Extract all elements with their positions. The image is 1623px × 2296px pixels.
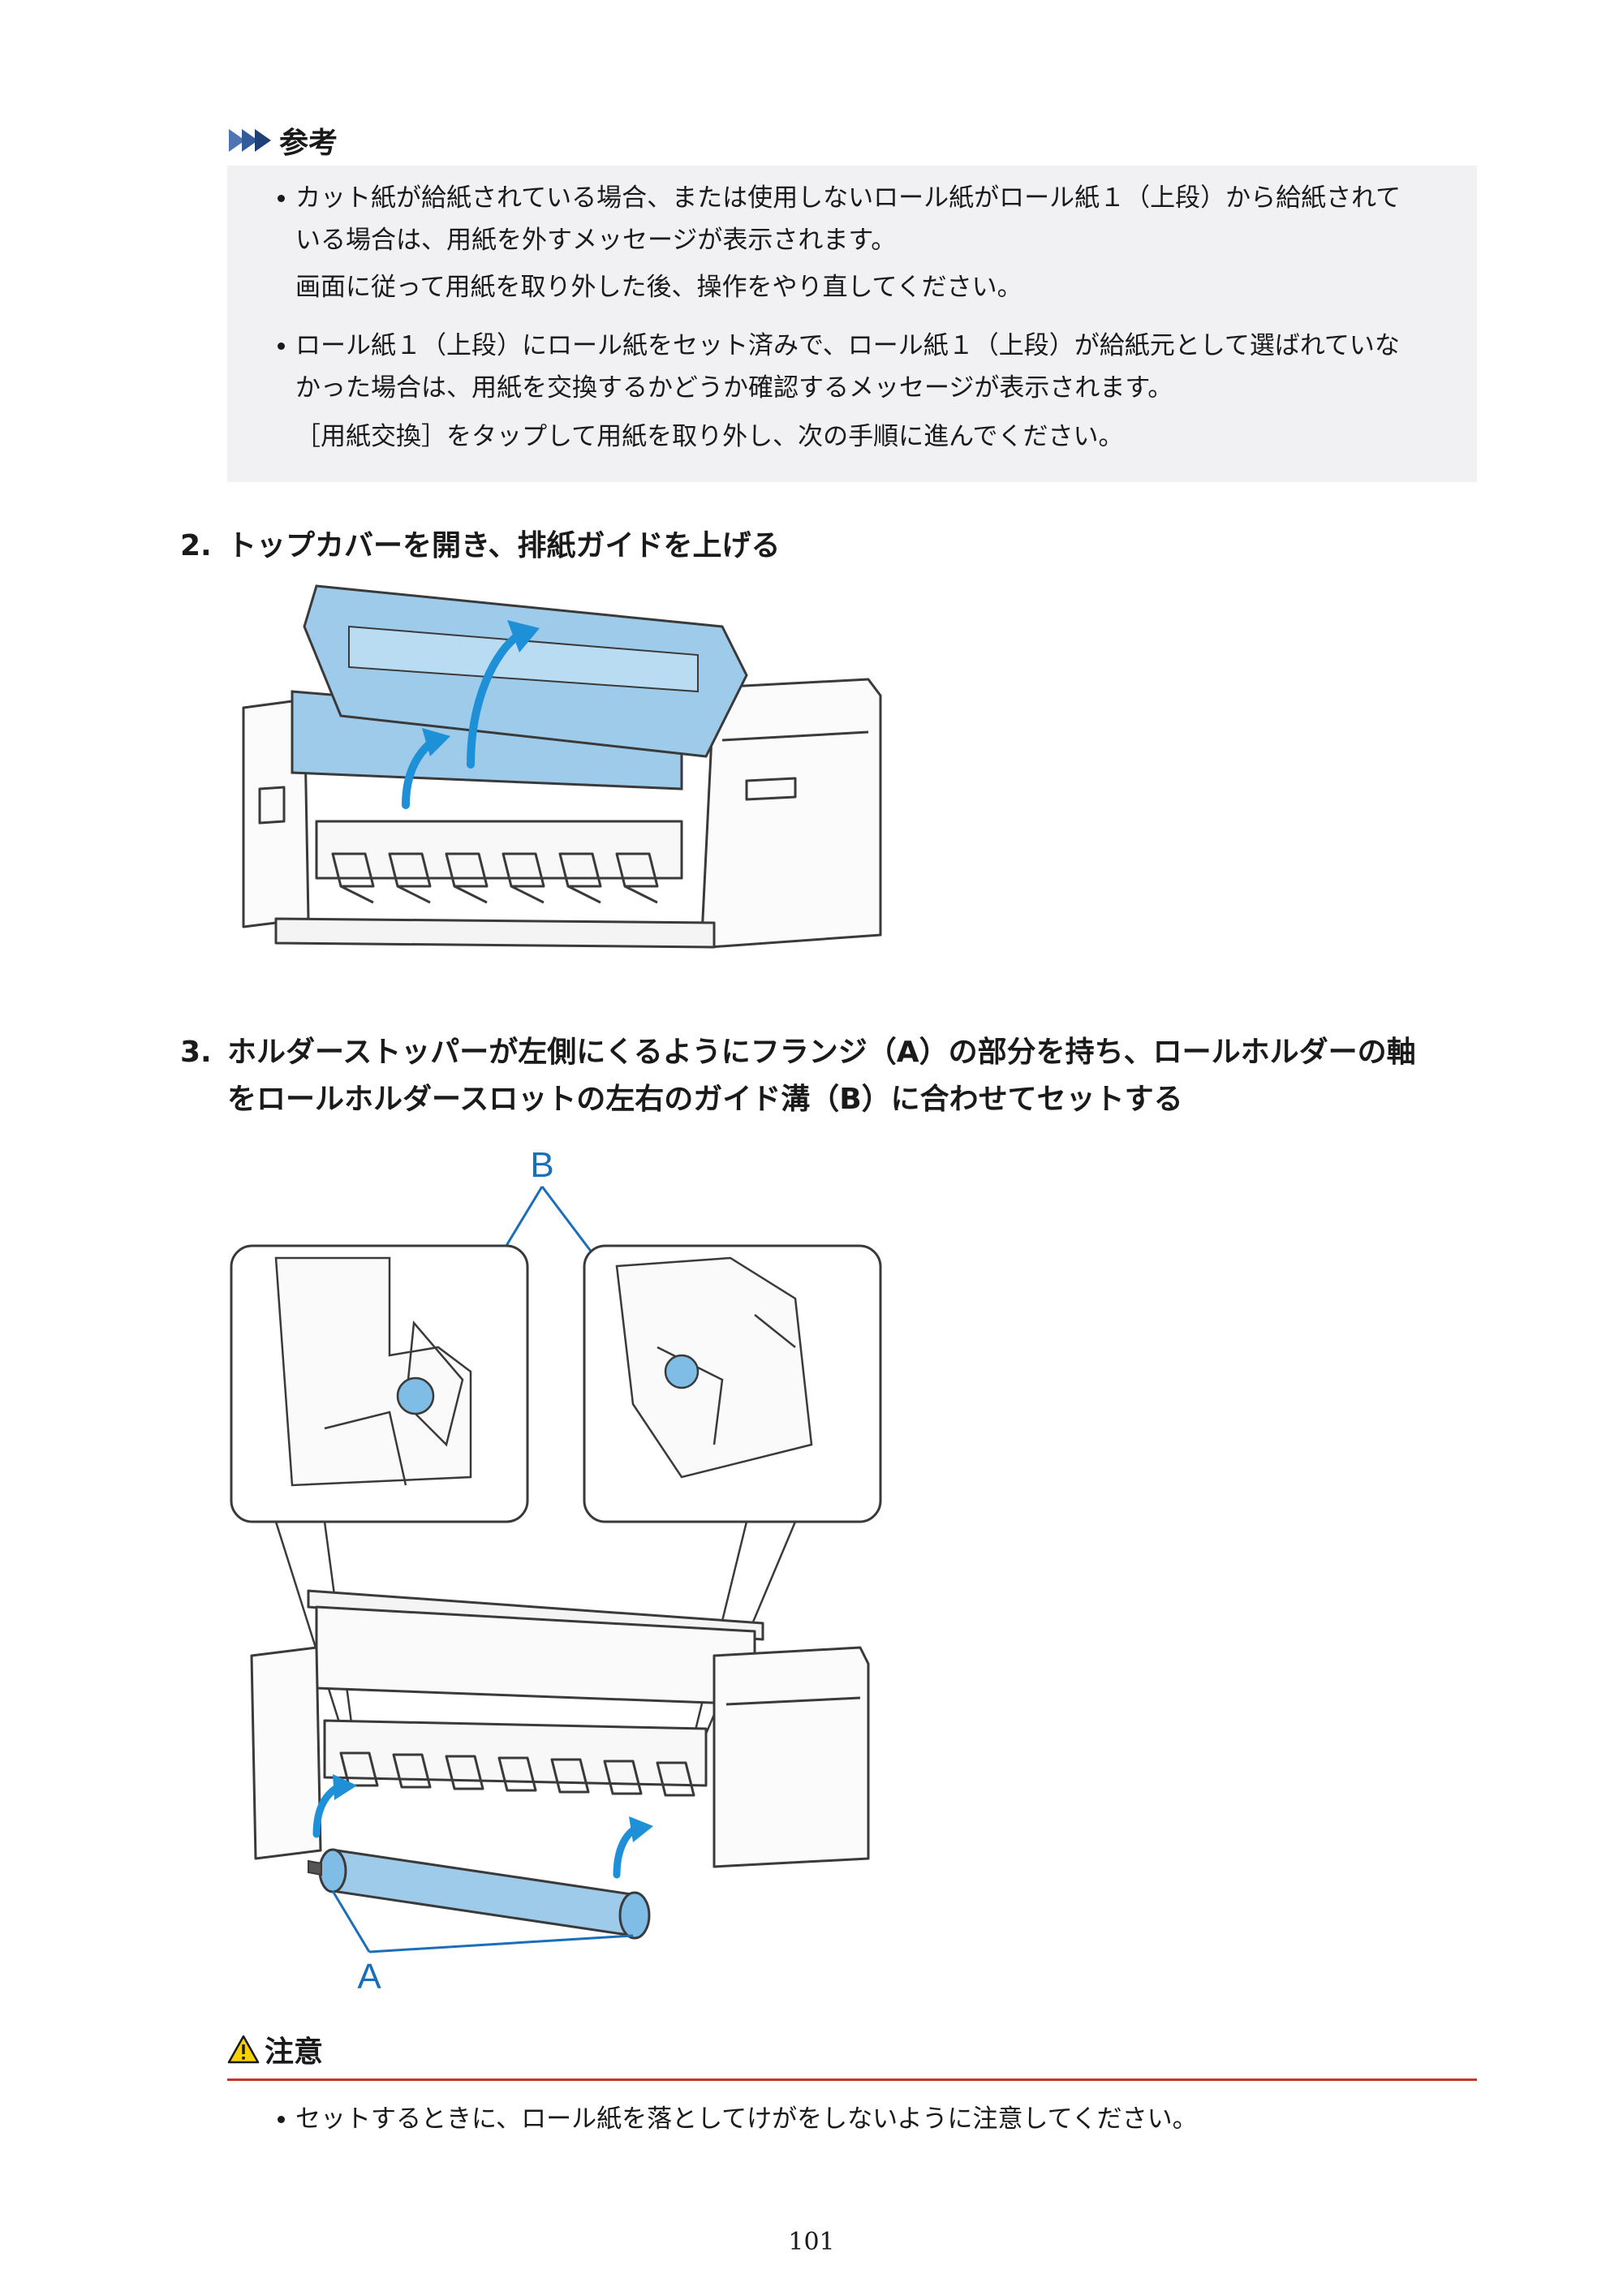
warning-triangle-icon — [227, 2035, 260, 2064]
label-b: B — [530, 1145, 553, 1185]
page-number: 101 — [788, 2228, 835, 2256]
label-a: A — [357, 1957, 381, 1997]
caution-bullet-1: セットするときに、ロール紙を落としてけがをしないように注意してください。 — [278, 2098, 1496, 2140]
step-3-text-line1: ホルダーストッパーが左側にくるようにフランジ（A）の部分を持ち、ロールホルダーの… — [227, 1036, 1416, 1069]
note-title: 参考 — [279, 127, 338, 160]
caution-rule — [227, 2078, 1477, 2081]
step-2-number: 2. — [180, 529, 212, 562]
roll-holder-insertion-illustration: B — [230, 1145, 882, 1997]
note-bullet-2: ロール紙１（上段）にロール紙をセット済みで、ロール紙１（上段）が給紙元として選ば… — [278, 325, 1496, 409]
note-bullet-2-follow: ［用紙交換］をタップして用紙を取り外し、次の手順に進んでください。 — [295, 422, 1124, 451]
note-bullet-1-follow: 画面に従って用紙を取り外した後、操作をやり直してください。 — [295, 273, 1022, 302]
step-3-title: 3. ホルダーストッパーが左側にくるようにフランジ（A）の部分を持ち、ロールホルダ… — [180, 1029, 1416, 1123]
caution-title: 注意 — [265, 2035, 324, 2069]
note-bullet-1-line1: カット紙が給紙されている場合、または使用しないロール紙がロール紙１（上段）から給… — [295, 183, 1401, 213]
note-bullet-1: カット紙が給紙されている場合、または使用しないロール紙がロール紙１（上段）から給… — [278, 177, 1496, 261]
step-2-text: トップカバーを開き、排紙ガイドを上げる — [227, 529, 781, 562]
note-box — [227, 166, 1477, 482]
step-2-title: 2. トップカバーを開き、排紙ガイドを上げる — [180, 523, 780, 570]
note-bullet-2-line2: かった場合は、用紙を交換するかどうか確認するメッセージが表示されます。 — [295, 373, 1173, 403]
step-3-number: 3. — [180, 1036, 212, 1069]
note-bullet-2-line1: ロール紙１（上段）にロール紙をセット済みで、ロール紙１（上段）が給紙元として選ば… — [295, 331, 1400, 360]
note-chevron-icon — [229, 129, 271, 152]
caution-header: 注意 — [227, 2029, 323, 2070]
note-bullet-1-line2: いる場合は、用紙を外すメッセージが表示されます。 — [295, 226, 897, 255]
step-3-text-line2: をロールホルダースロットの左右のガイド溝（B）に合わせてセットする — [227, 1083, 1183, 1116]
note-header: 参考 — [229, 120, 338, 161]
printer-top-cover-open-illustration — [242, 584, 882, 949]
